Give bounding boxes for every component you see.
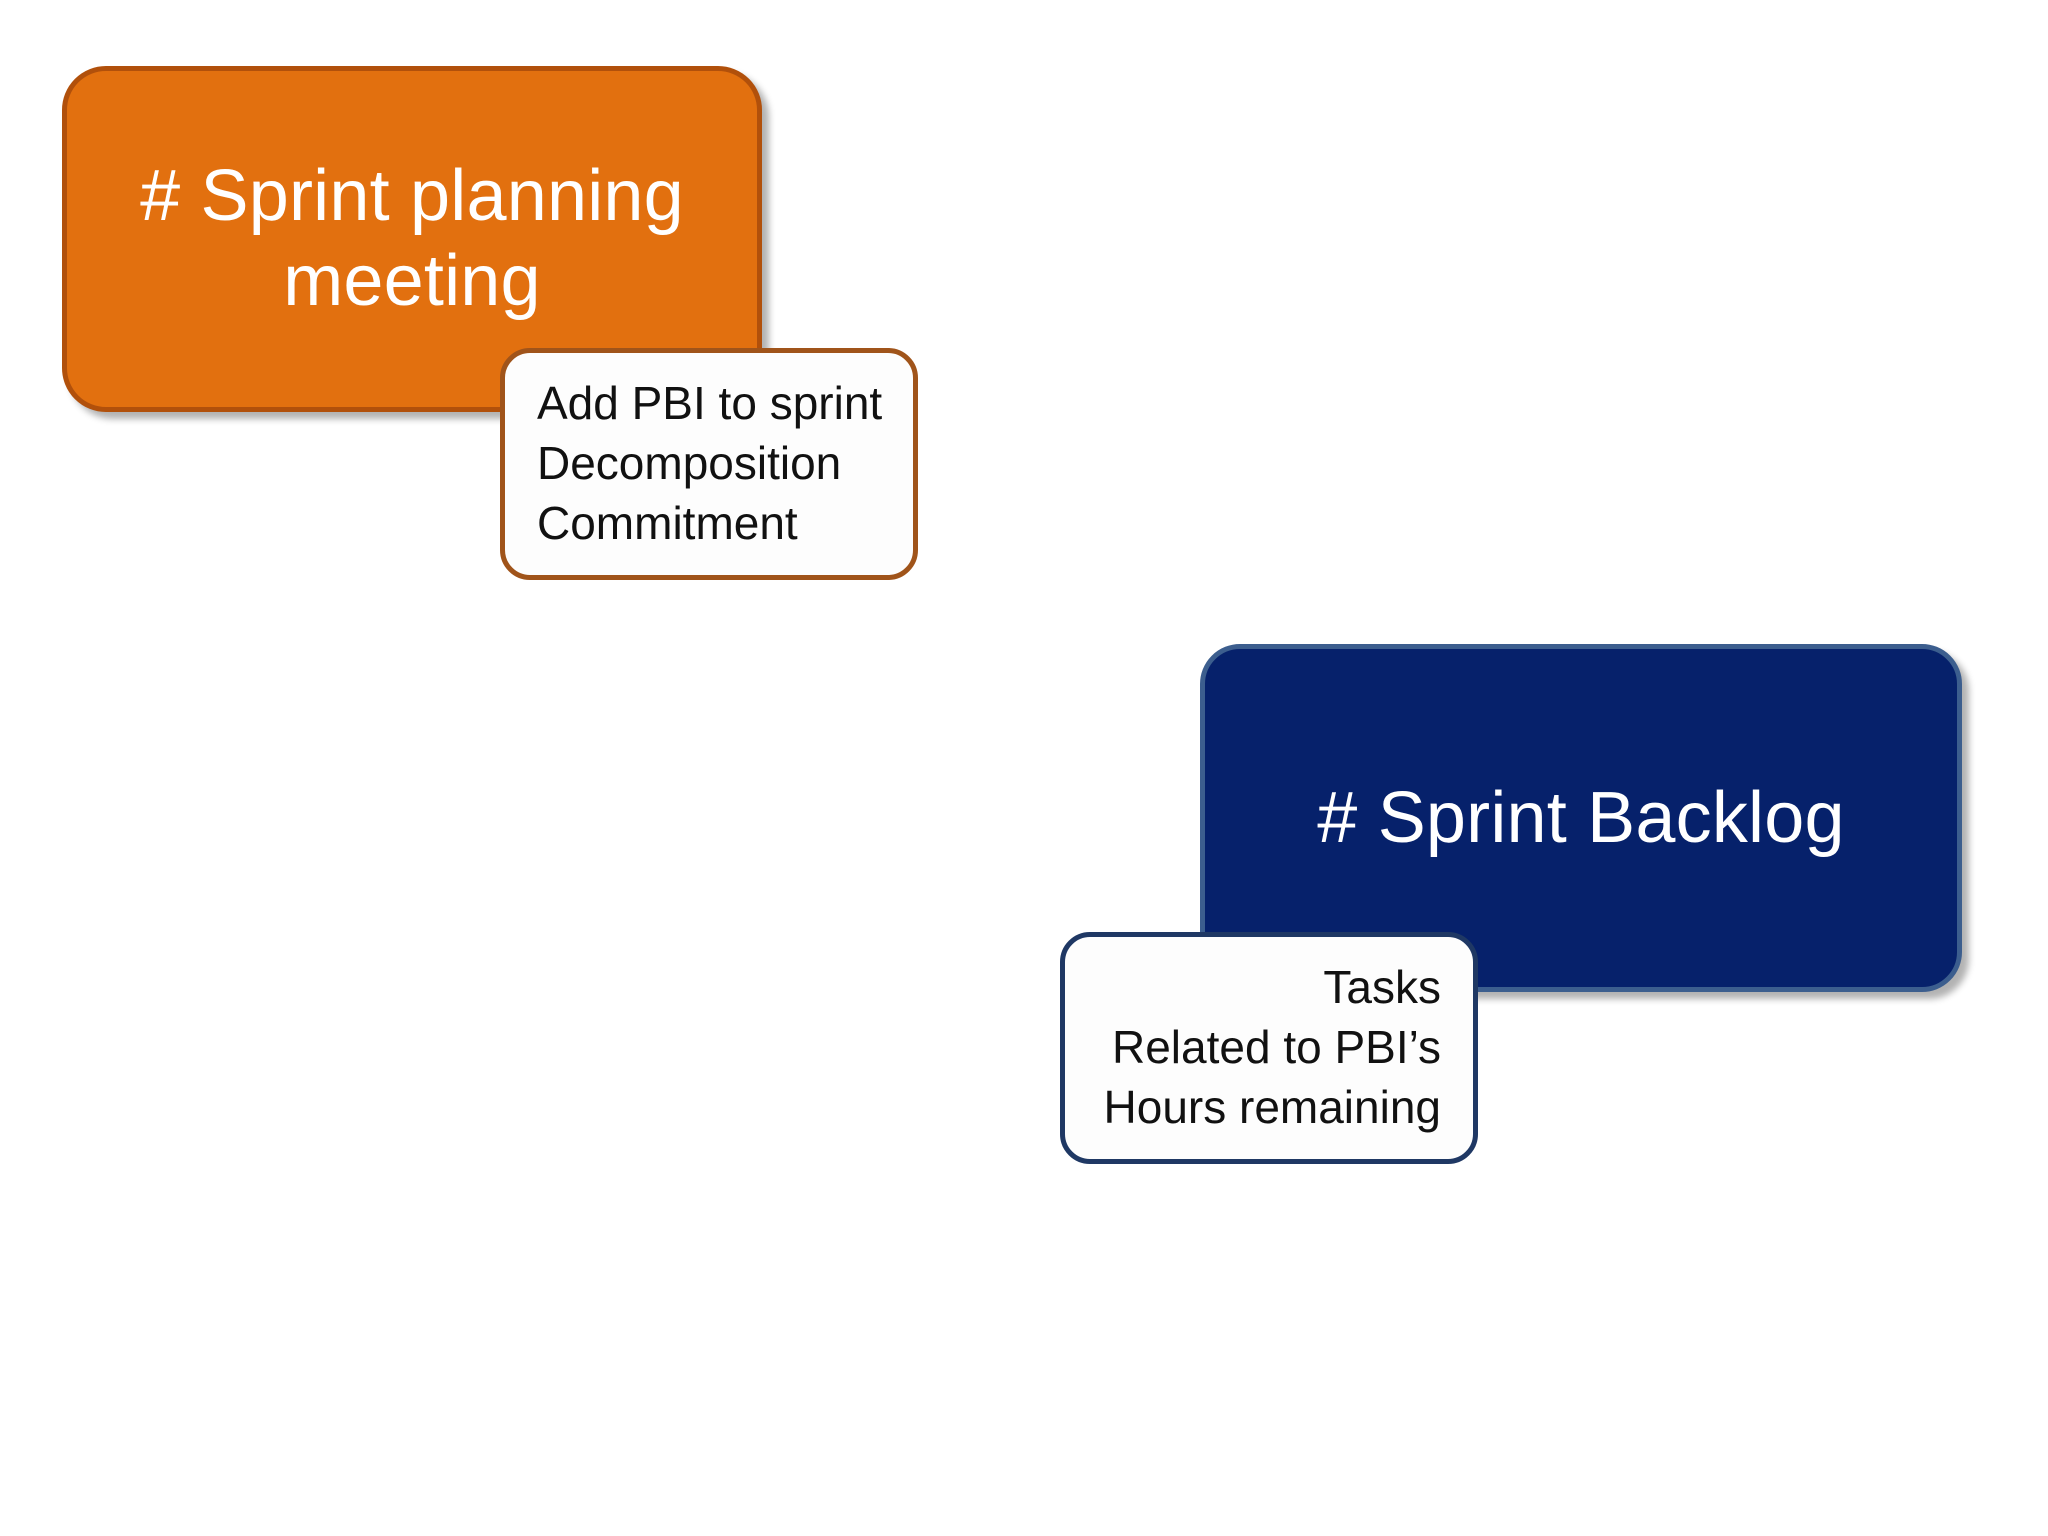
note-line: Hours remaining — [1103, 1080, 1441, 1133]
node-sprint-planning-meeting[interactable]: # Sprint planning meeting — [62, 66, 762, 412]
note-line: Related to PBI’s — [1111, 1021, 1441, 1074]
note-line: Tasks — [1323, 961, 1441, 1014]
node-sprint-backlog-label: # Sprint Backlog — [1317, 777, 1845, 858]
note-line: Commitment — [537, 496, 798, 549]
note-sprint-planning-meeting[interactable]: Add PBI to sprint Decomposition Commitme… — [500, 348, 918, 580]
note-sprint-backlog[interactable]: Tasks Related to PBI’s Hours remaining — [1060, 932, 1478, 1164]
note-line: Add PBI to sprint — [537, 377, 883, 430]
node-sprint-backlog[interactable]: # Sprint Backlog — [1200, 644, 1962, 992]
node-sprint-planning-meeting-label: # Sprint planning meeting — [140, 156, 684, 321]
note-line: Decomposition — [537, 437, 842, 490]
